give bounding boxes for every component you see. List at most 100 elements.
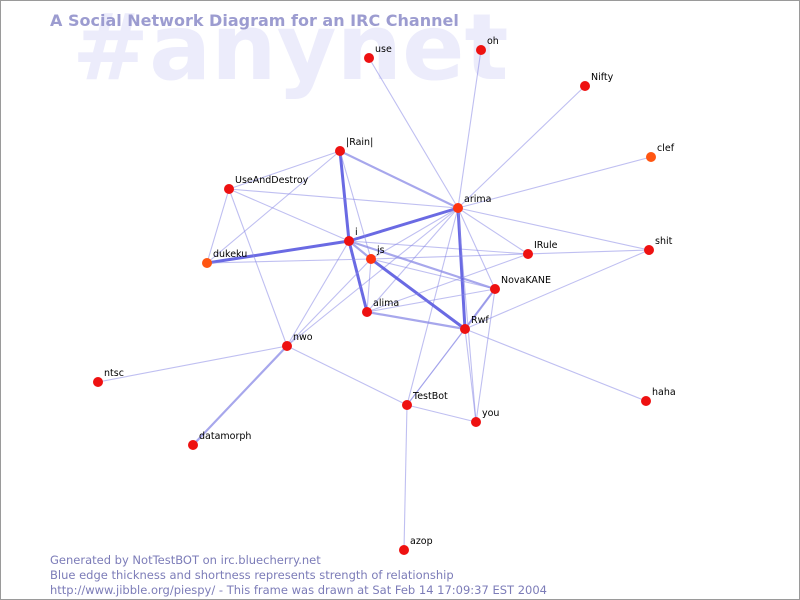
node-dot-NovaKANE (490, 284, 500, 294)
node-dot-IRule (523, 249, 533, 259)
edge-arima-you (457, 207, 477, 423)
node-nwo: nwo (282, 332, 313, 351)
edge-i-NovaKANE (347, 239, 497, 291)
footer: Generated by NotTestBOT on irc.bluecherr… (50, 553, 547, 598)
node-label-oh: oh (487, 36, 499, 47)
edge-Rain-js (339, 150, 372, 260)
node-azop: azop (399, 536, 433, 555)
node-dot-UseAndDestroy (224, 184, 234, 194)
node-dot-TestBot (402, 400, 412, 410)
edge-i-Rain (338, 149, 351, 243)
node-label-you: you (482, 408, 499, 419)
edge-Rain-dukeku (206, 150, 341, 264)
node-dot-haha (641, 396, 651, 406)
edge-i-alima (347, 239, 369, 314)
edge-Rwf-haha (464, 328, 647, 402)
edge-nwo-datamorph (191, 344, 289, 447)
node-dot-oh (476, 45, 486, 55)
channel-watermark: #anynet (72, 0, 509, 101)
node-i: i (344, 227, 358, 246)
node-Rwf: Rwf (460, 315, 489, 334)
edge-UseAndDestroy-nwo (228, 188, 288, 347)
node-NovaKANE: NovaKANE (490, 275, 551, 294)
edge-js-shit (370, 249, 650, 260)
edge-Rain-arima (338, 149, 460, 210)
edge-js-nwo (286, 258, 372, 347)
edge-arima-nwo (286, 207, 459, 347)
edge-Rwf-you (464, 328, 477, 423)
edge-arima-oh (457, 49, 482, 209)
node-label-js: js (376, 245, 385, 256)
node-TestBot: TestBot (402, 391, 448, 410)
node-label-IRule: IRule (534, 240, 558, 251)
edge-i-IRule (348, 240, 529, 255)
node-clef: clef (646, 143, 675, 162)
edge-arima-IRule (457, 207, 529, 255)
node-label-UseAndDestroy: UseAndDestroy (235, 175, 309, 186)
node-dot-arima (453, 203, 463, 213)
edge-alima-IRule (366, 253, 529, 313)
node-js: js (366, 245, 385, 264)
node-IRule: IRule (523, 240, 558, 259)
edge-i-arima (347, 206, 460, 243)
node-label-alima: alima (373, 298, 399, 309)
node-dot-alima (362, 307, 372, 317)
edge-Rwf-TestBot (406, 328, 466, 406)
node-label-TestBot: TestBot (412, 391, 448, 402)
node-label-NovaKANE: NovaKANE (501, 275, 551, 286)
node-dot-Nifty (580, 81, 590, 91)
edge-arima-Nifty (457, 85, 586, 209)
edge-i-dukeku (205, 239, 351, 265)
edge-i-UseAndDestroy (228, 188, 350, 242)
node-Rain: |Rain| (335, 137, 373, 156)
node-label-haha: haha (652, 387, 676, 398)
node-Nifty: Nifty (580, 72, 614, 91)
node-label-azop: azop (410, 536, 433, 547)
node-arima: arima (453, 194, 491, 213)
node-ntsc: ntsc (93, 368, 124, 387)
node-label-arima: arima (464, 194, 491, 205)
node-dukeku: dukeku (202, 249, 247, 268)
node-dot-i (344, 236, 354, 246)
node-label-clef: clef (657, 143, 675, 154)
edge-NovaKANE-you (475, 288, 496, 423)
edge-Rain-UseAndDestroy (228, 150, 341, 190)
edge-arima-js (370, 207, 459, 260)
edge-arima-shit (457, 207, 650, 251)
edge-TestBot-azop (403, 404, 408, 551)
footer-legend-note: Blue edge thickness and shortness repres… (50, 568, 454, 582)
node-label-datamorph: datamorph (199, 431, 251, 442)
node-haha: haha (641, 387, 676, 406)
node-dot-azop (399, 545, 409, 555)
edge-Rwf-shit (464, 249, 650, 330)
node-label-shit: shit (655, 236, 673, 247)
node-label-ntsc: ntsc (104, 368, 124, 379)
edge-nwo-TestBot (286, 345, 408, 406)
node-dot-Rain (335, 146, 345, 156)
node-dot-you (471, 417, 481, 427)
footer-url-timestamp: http://www.jibble.org/piespy/ - This fra… (50, 583, 547, 597)
edge-arima-NovaKANE (457, 207, 496, 290)
node-use: use (364, 44, 392, 63)
node-dot-ntsc (93, 377, 103, 387)
node-label-nwo: nwo (293, 332, 313, 343)
node-oh: oh (476, 36, 499, 55)
node-datamorph: datamorph (188, 431, 251, 450)
node-dot-js (366, 254, 376, 264)
node-you: you (471, 408, 499, 427)
node-label-Rwf: Rwf (471, 315, 489, 326)
edge-UseAndDestroy-arima (228, 188, 459, 209)
edge-i-nwo (286, 240, 350, 347)
node-dot-nwo (282, 341, 292, 351)
node-label-dukeku: dukeku (213, 249, 247, 260)
node-label-Nifty: Nifty (591, 72, 614, 83)
node-dot-Rwf (460, 324, 470, 334)
edge-UseAndDestroy-dukeku (206, 188, 230, 264)
edge-arima-alima (366, 207, 459, 313)
diagram-title: A Social Network Diagram for an IRC Chan… (50, 11, 459, 30)
node-shit: shit (644, 236, 673, 255)
edge-js-alima (366, 258, 372, 313)
edge-js-NovaKANE (370, 258, 496, 290)
edge-alima-Rwf (365, 310, 467, 331)
